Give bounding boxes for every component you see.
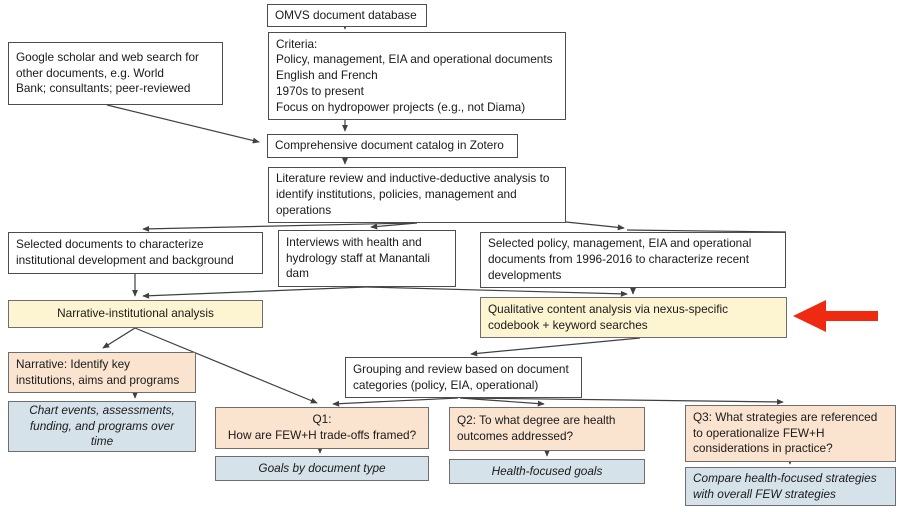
node-chart-events-output: Chart events, assessments, funding, and … xyxy=(8,401,196,452)
node-selected-documents-label: Selected documents to characterize insti… xyxy=(16,237,234,267)
node-google-scholar-search: Google scholar and web search for other … xyxy=(8,42,223,105)
node-compare-strategies-label: Compare health-focused strategies with o… xyxy=(693,470,877,501)
node-question-2-label: Q2: To what degree are health outcomes a… xyxy=(457,413,616,443)
highlight-arrow-icon xyxy=(793,300,878,332)
node-narrative-identify-label: Narrative: Identify key institutions, ai… xyxy=(16,356,180,387)
node-omvs-database-label: OMVS document database xyxy=(275,7,417,22)
node-goals-by-document-type-output: Goals by document type xyxy=(215,456,429,481)
node-goals-by-document-type-label: Goals by document type xyxy=(258,460,386,475)
node-qualitative-content-analysis: Qualitative content analysis via nexus-s… xyxy=(480,297,787,338)
node-literature-review: Literature review and inductive-deductiv… xyxy=(268,167,566,223)
node-grouping-review-label: Grouping and review based on document ca… xyxy=(353,361,569,392)
node-narrative-institutional-label: Narrative-institutional analysis xyxy=(57,306,214,321)
node-narrative-institutional-analysis: Narrative-institutional analysis xyxy=(8,300,263,328)
node-interviews-label: Interviews with health and hydrology sta… xyxy=(286,234,431,281)
node-question-1: Q1: How are FEW+H trade-offs framed? xyxy=(215,407,429,449)
node-google-scholar-label: Google scholar and web search for other … xyxy=(16,49,199,96)
node-qualitative-content-label: Qualitative content analysis via nexus-s… xyxy=(488,301,728,332)
node-question-2: Q2: To what degree are health outcomes a… xyxy=(449,407,645,451)
node-selected-policy-label: Selected policy, management, EIA and ope… xyxy=(488,236,752,282)
node-question-3: Q3: What strategies are referenced to op… xyxy=(685,405,896,462)
node-question-1-label: Q1: How are FEW+H trade-offs framed? xyxy=(227,412,417,442)
node-health-focused-goals-label: Health-focused goals xyxy=(491,463,603,478)
node-zotero-catalog-label: Comprehensive document catalog in Zotero xyxy=(275,138,504,153)
node-literature-review-label: Literature review and inductive-deductiv… xyxy=(276,171,550,217)
node-narrative-identify-key: Narrative: Identify key institutions, ai… xyxy=(8,352,196,393)
node-health-focused-goals-output: Health-focused goals xyxy=(449,459,645,484)
node-zotero-catalog: Comprehensive document catalog in Zotero xyxy=(267,134,518,158)
node-grouping-review: Grouping and review based on document ca… xyxy=(345,357,582,398)
node-selected-documents: Selected documents to characterize insti… xyxy=(8,232,263,274)
node-selected-policy-documents: Selected policy, management, EIA and ope… xyxy=(480,232,786,288)
node-interviews: Interviews with health and hydrology sta… xyxy=(278,230,456,287)
node-criteria: Criteria: Policy, management, EIA and op… xyxy=(268,32,566,120)
node-question-3-label: Q3: What strategies are referenced to op… xyxy=(693,409,878,456)
node-compare-strategies-output: Compare health-focused strategies with o… xyxy=(685,467,896,506)
node-criteria-label: Criteria: Policy, management, EIA and op… xyxy=(276,36,553,114)
node-chart-events-label: Chart events, assessments, funding, and … xyxy=(29,402,175,449)
node-omvs-database: OMVS document database xyxy=(267,4,427,27)
